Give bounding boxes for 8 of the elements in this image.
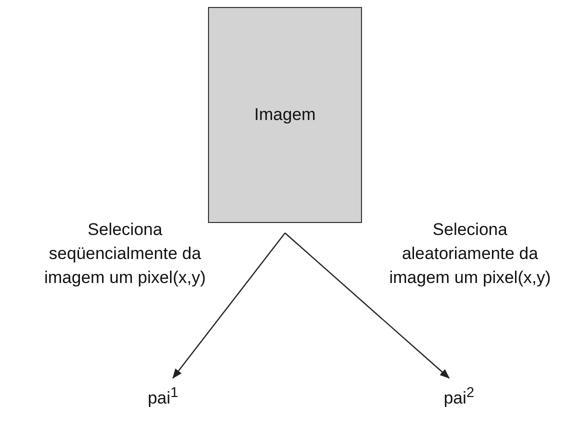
node-label: pai$^{1}$ [148, 385, 178, 409]
box-label: Imagem [254, 105, 316, 125]
arrow [172, 232, 286, 379]
node-label: pai$^{2}$ [444, 385, 474, 409]
image-box [208, 7, 362, 223]
edge-label: Seleciona seqüencialmente da imagem um pixel(x,y) [43, 219, 207, 289]
edge-label: Seleciona aleatoriamente da imagem um pixel(x,y) [388, 219, 552, 289]
arrow [284, 232, 450, 379]
